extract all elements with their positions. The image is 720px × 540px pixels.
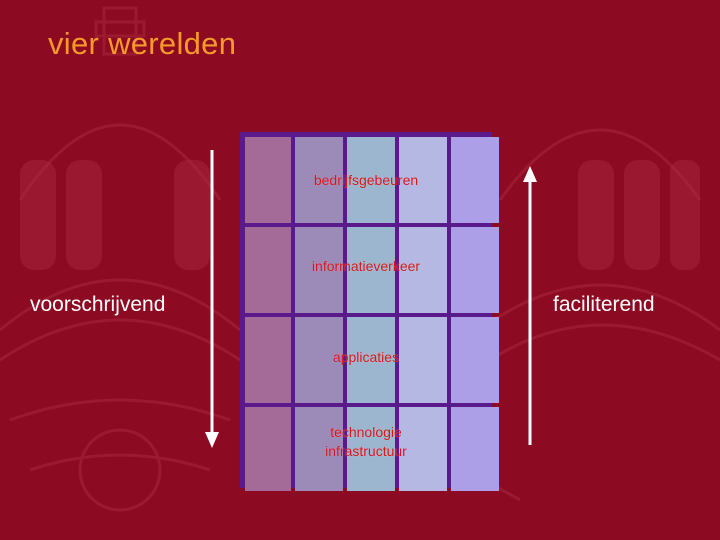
grid-cell [245,317,291,403]
grid-cell [295,317,343,403]
grid-cell [245,137,291,223]
layer-label-applicaties: applicaties [332,349,400,365]
down-arrow-icon [205,150,219,448]
right-axis-label: faciliterend [553,293,655,316]
grid-cell [295,227,343,313]
grid-cell [347,407,395,491]
grid-cell [347,317,395,403]
grid-cell [451,137,499,223]
grid-cell [451,227,499,313]
layer-label-bedrijfsgebeuren: bedrijfsgebeuren [313,172,419,188]
grid-cell [295,407,343,491]
slide-title: vier werelden [48,26,237,61]
grid-cell [399,407,447,491]
grid-cell [245,227,291,313]
layer-grid [240,132,499,491]
grid-cell [347,137,395,223]
up-arrow-icon [523,166,537,445]
grid-cell [451,407,499,491]
grid-cell [245,407,291,491]
grid-cell [399,137,447,223]
grid-cell [399,227,447,313]
layer-label-informatieverkeer: informatieverkeer [311,258,421,274]
grid-cell [399,317,447,403]
left-axis-label: voorschrijvend [30,293,166,316]
grid-cell [451,317,499,403]
grid-cell [295,137,343,223]
layer-label-technologie-infrastructuur: technologie infrastructuur [325,424,407,459]
grid-cell [347,227,395,313]
